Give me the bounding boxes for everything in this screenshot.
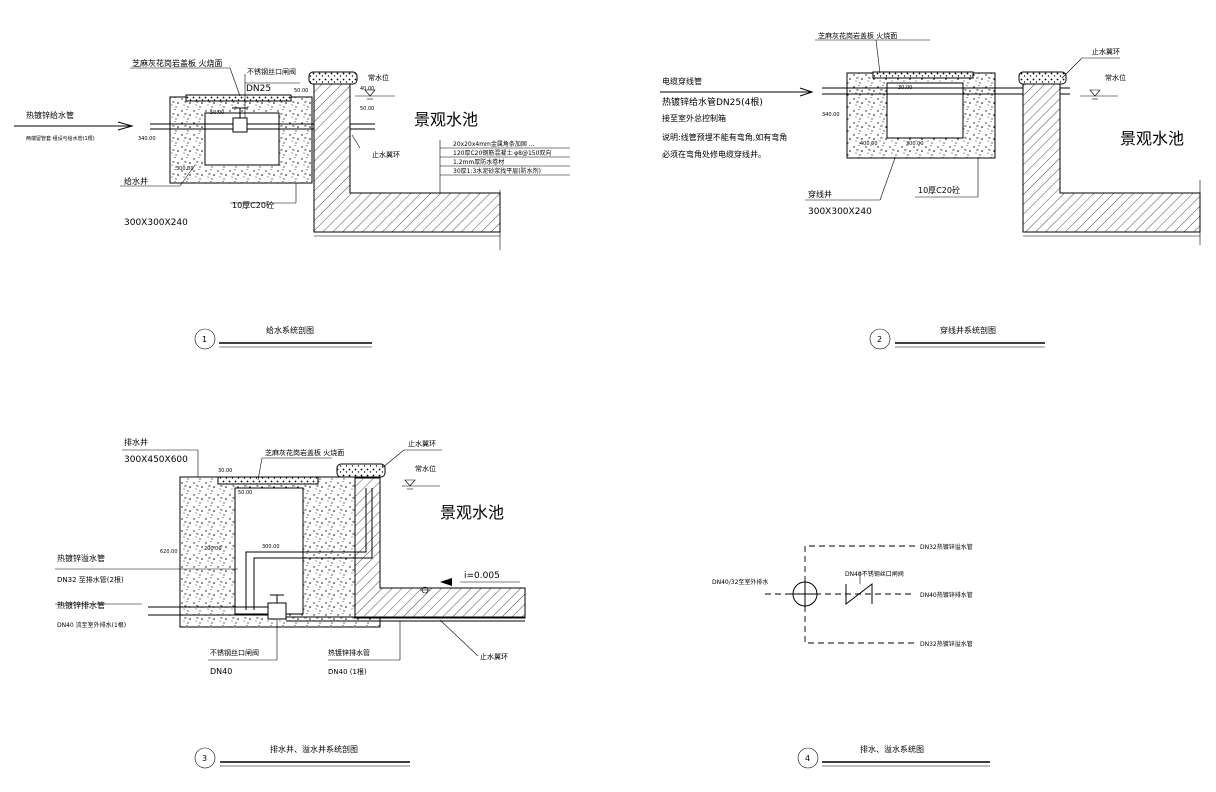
system-top-label: DN32热镀锌溢水管: [920, 543, 973, 551]
drain-well-cover: [217, 476, 319, 485]
concrete-label-2: 10厚C20砼: [918, 185, 960, 195]
layer-4: 30厚1:3水泥砂浆找平层(防水剂): [453, 167, 541, 175]
title-number-4: 4: [805, 754, 810, 763]
title-2: 穿线井系统剖图: [940, 325, 996, 335]
drain-well-size: 300X450X600: [124, 455, 188, 465]
dim-200-3: 200.00: [204, 546, 222, 552]
layer-1: 20x20x4mm金属角条加固 ...: [453, 140, 535, 148]
conduit-label: 电缆穿线管: [662, 76, 702, 86]
connect-label: 接至室外总控制箱: [662, 113, 726, 123]
overflow-pipe-size: DN32 至排水管(2根): [57, 575, 124, 584]
valve-icon: [232, 117, 248, 133]
water-level-label: 常水位: [368, 73, 389, 82]
dim-300: 300.00: [176, 166, 194, 172]
dim-30-2: 30.00: [898, 85, 912, 91]
drain-pipe-size: DN40 流至室外排水(1根): [57, 621, 126, 629]
title-3: 排水井、溢水井系统剖图: [270, 744, 358, 754]
cover-label-2: 芝麻灰花岗岩盖板 火烧面: [818, 31, 897, 40]
pool-wall-section-2: [1022, 79, 1201, 233]
title-number-3: 3: [202, 754, 207, 763]
drain-valve-size: DN40: [210, 667, 232, 676]
pool-label: 景观水池: [414, 110, 478, 129]
title-4: 排水、溢水系统图: [860, 744, 924, 754]
system-valve-label: DN40不锈钢丝口闸阀: [845, 570, 904, 578]
well-size: 300X300X240: [124, 218, 188, 228]
dim-50-inner: 50.00: [210, 110, 224, 116]
section-1-water-supply: 芝麻灰花岗岩盖板 火烧面 不锈钢丝口闸阀 DN25 50.00 常水位 40.0…: [14, 58, 570, 350]
conduit-well-cover: [872, 71, 974, 79]
well-size-2: 300X300X240: [808, 207, 872, 217]
supply-pipe-sub: 两端留管套 组设与给水管(1根): [26, 135, 95, 142]
well-label: 给水井: [124, 176, 148, 186]
title-number-2: 2: [877, 335, 882, 344]
system-bottom-label: DN32热镀锌溢水管: [920, 640, 973, 648]
system-mid-label: DN40热镀锌排水管: [920, 591, 973, 599]
cover-label-3: 芝麻灰花岗岩盖板 火烧面: [265, 448, 344, 457]
note-line-2: 必须在弯角处修电缆穿线井。: [662, 149, 766, 159]
waterstop-label: 止水翼环: [372, 150, 400, 159]
dim-300-2: 300.00: [906, 141, 924, 147]
valve-label: 不锈钢丝口闸阀: [247, 67, 296, 76]
section-2-conduit: 芝麻灰花岗岩盖板 火烧面 止水翼环 常水位 电缆穿线管 热镀锌给水管DN25(4…: [660, 31, 1201, 350]
water-level-label-3: 常水位: [415, 464, 436, 473]
waterstop-label-3b: 止水翼环: [480, 652, 508, 661]
pool-wall-section-3: [354, 477, 526, 619]
dim-40: 40.00: [360, 86, 374, 92]
drain-well-label: 排水井: [124, 437, 148, 447]
gate-valve-icon: [845, 582, 873, 606]
pool-coping-3: [336, 463, 386, 478]
water-level-label-2: 常水位: [1105, 73, 1126, 82]
conduit-pipe-label: 热镀锌给水管DN25(4根): [662, 96, 763, 108]
waterstop-label-3: 止水翼环: [408, 439, 436, 448]
dim-50-top: 50.00: [294, 88, 308, 94]
dim-50-right: 50.00: [360, 106, 374, 112]
drain-well-chamber: [234, 487, 304, 615]
dim-50-3: 50.00: [238, 490, 252, 496]
slope-label: i=0.005: [464, 571, 500, 581]
dim-300-3: 300.00: [262, 544, 280, 550]
pool-label-2: 景观水池: [1120, 129, 1184, 148]
section-4-system: DN32热镀锌溢水管 DN40/32至室外排水 DN40不锈钢丝口闸阀 DN40…: [712, 543, 990, 769]
pool-coping: [308, 71, 358, 85]
cover-label: 芝麻灰花岗岩盖板 火烧面: [132, 58, 223, 68]
layer-3: 1.2mm厚防水卷材: [453, 158, 504, 166]
overflow-pipe-label: 热镀锌溢水管: [57, 553, 105, 563]
system-left-label: DN40/32至室外排水: [712, 578, 768, 586]
supply-pipe-label: 热镀锌给水管: [26, 110, 74, 120]
dim-340: 340.00: [138, 136, 156, 142]
valve-size: DN25: [246, 84, 271, 94]
dim-340-2: 340.00: [822, 112, 840, 118]
pool-label-3: 景观水池: [440, 503, 504, 522]
dim-620-3: 620.00: [160, 549, 178, 555]
note-line-1: 说明:线管预埋不能有弯角,如有弯角: [662, 132, 787, 142]
drain-valve-label: 不锈钢丝口闸阀: [210, 648, 259, 657]
layer-2: 120厚C20钢筋混凝土 φ8@150双向: [453, 149, 551, 157]
title-number-1: 1: [202, 335, 207, 344]
dim-400-2: 400.00: [860, 141, 878, 147]
concrete-label: 10厚C20砼: [232, 200, 274, 210]
conduit-well-chamber: [886, 82, 964, 139]
drain-pipe-label: 热镀锌排水管: [57, 600, 105, 610]
drain2-label: 热镀锌排水管: [328, 648, 370, 657]
supply-well-cover: [185, 94, 292, 102]
section-3-drain: 排水井 300X450X600 芝麻灰花岗岩盖板 火烧面 止水翼环 常水位 30…: [55, 437, 526, 769]
title-1: 给水系统剖图: [266, 325, 314, 335]
well-label-2: 穿线井: [808, 189, 832, 199]
waterstop-label-2: 止水翼环: [1092, 47, 1120, 56]
drain2-size: DN40 (1根): [328, 667, 367, 676]
pool-coping-2: [1018, 71, 1067, 85]
dim-30-3: 30.00: [218, 468, 232, 474]
